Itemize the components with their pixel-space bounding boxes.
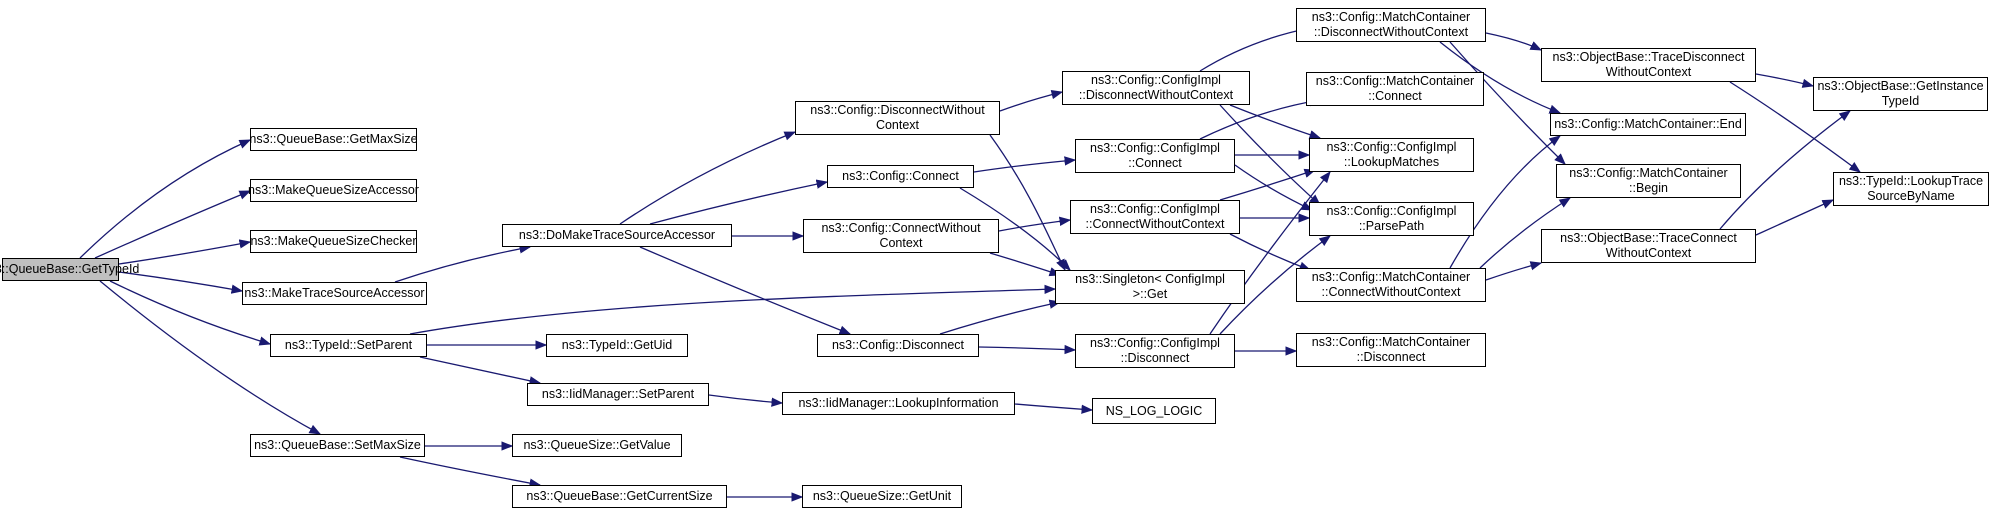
node-setmaxsize[interactable]: ns3::QueueBase::SetMaxSize xyxy=(250,434,425,457)
node-getcurrentsize[interactable]: ns3::QueueBase::GetCurrentSize xyxy=(512,485,727,508)
edge-configimpl-disconnect-to-configimpl-parsepath xyxy=(1219,235,1331,335)
node-ob-tracedisconnect[interactable]: ns3::ObjectBase::TraceDisconnect Without… xyxy=(1541,48,1756,82)
node-configimpl-connect[interactable]: ns3::Config::ConfigImpl ::Connect xyxy=(1075,139,1235,173)
node-mc-connect[interactable]: ns3::Config::MatchContainer ::Connect xyxy=(1306,72,1484,106)
edge-typeid-setparent-to-iidmanager-setparent xyxy=(419,356,542,386)
edge-configimpl-connectwithoutcontext-to-mc-connectwithoutcontext xyxy=(1229,233,1312,271)
node-maketracesourceaccessor[interactable]: ns3::MakeTraceSourceAccessor xyxy=(242,282,427,305)
node-mc-disconnect[interactable]: ns3::Config::MatchContainer ::Disconnect xyxy=(1296,333,1486,367)
edge-config-connectwithout-to-singleton-get xyxy=(989,252,1062,277)
node-mc-begin[interactable]: ns3::Config::MatchContainer ::Begin xyxy=(1556,164,1741,198)
edge-mc-disconnectwithoutcontext-to-mc-end xyxy=(1439,41,1562,114)
node-ob-getinstancetypeid[interactable]: ns3::ObjectBase::GetInstance TypeId xyxy=(1813,77,1988,111)
edge-configimpl-connectwithoutcontext-to-configimpl-lookupmatches xyxy=(1219,168,1317,201)
edge-gettypeid-to-maketracesourceaccessor xyxy=(118,271,244,294)
node-configimpl-disconnect[interactable]: ns3::Config::ConfigImpl ::Disconnect xyxy=(1075,334,1235,368)
edge-gettypeid-to-getmaxsize xyxy=(79,139,252,259)
edge-config-disconnect-to-configimpl-disconnect xyxy=(978,344,1077,355)
edge-config-connect-to-configimpl-connect xyxy=(973,156,1077,173)
edge-gettypeid-to-setmaxsize xyxy=(99,280,322,435)
edge-config-disconnect-to-singleton-get xyxy=(939,299,1062,335)
edge-config-disconnectwithout-to-configimpl-disconnectwithoutcontext xyxy=(999,90,1064,112)
edge-domaketracesourceaccessor-to-config-connect xyxy=(649,179,829,225)
edge-setmaxsize-to-getcurrentsize xyxy=(399,456,542,488)
edge-mc-disconnectwithoutcontext-to-ob-tracedisconnect xyxy=(1485,32,1543,51)
edge-typeid-setparent-to-singleton-get xyxy=(409,284,1057,335)
edge-gettypeid-to-makequeuesizeaccessor xyxy=(94,190,252,259)
node-domaketracesourceaccessor[interactable]: ns3::DoMakeTraceSourceAccessor xyxy=(502,224,732,247)
edge-domaketracesourceaccessor-to-config-disconnect xyxy=(639,246,852,335)
node-typeid-lookuptrace[interactable]: ns3::TypeId::LookupTrace SourceByName xyxy=(1833,172,1989,206)
node-ns-log-logic[interactable]: NS_LOG_LOGIC xyxy=(1092,398,1216,424)
node-typeid-getuid[interactable]: ns3::TypeId::GetUid xyxy=(546,334,688,357)
edge-config-connectwithout-to-configimpl-connectwithoutcontext xyxy=(998,216,1072,232)
edge-ob-tracedisconnect-to-ob-getinstancetypeid xyxy=(1755,73,1815,88)
edge-ob-tracedisconnect-to-typeid-lookuptrace xyxy=(1729,81,1861,173)
node-queuesize-getunit[interactable]: ns3::QueueSize::GetUnit xyxy=(802,485,962,508)
node-mc-disconnectwithoutcontext[interactable]: ns3::Config::MatchContainer ::Disconnect… xyxy=(1296,8,1486,42)
edge-gettypeid-to-makequeuesizechecker xyxy=(118,239,252,265)
node-configimpl-connectwithoutcontext[interactable]: ns3::Config::ConfigImpl ::ConnectWithout… xyxy=(1070,200,1240,234)
edge-lookupinformation-to-ns-log-logic xyxy=(1014,403,1094,414)
node-getmaxsize[interactable]: ns3::QueueBase::GetMaxSize xyxy=(249,128,418,151)
edge-ob-traceconnect-to-ob-getinstancetypeid xyxy=(1719,110,1851,230)
node-makequeuesizeaccessor[interactable]: ns3::MakeQueueSizeAccessor xyxy=(248,179,419,202)
node-mc-connectwithoutcontext[interactable]: ns3::Config::MatchContainer ::ConnectWit… xyxy=(1296,268,1486,302)
edge-ob-traceconnect-to-typeid-lookuptrace xyxy=(1755,199,1835,236)
edge-configimpl-disconnectwithoutcontext-to-configimpl-parsepath xyxy=(1219,104,1321,206)
node-queuesize-getvalue[interactable]: ns3::QueueSize::GetValue xyxy=(512,434,682,457)
node-configimpl-lookupmatches[interactable]: ns3::Config::ConfigImpl ::LookupMatches xyxy=(1309,138,1474,172)
node-config-connect[interactable]: ns3::Config::Connect xyxy=(827,165,974,188)
node-singleton-get[interactable]: ns3::Singleton< ConfigImpl >::Get xyxy=(1055,270,1245,304)
edge-config-disconnectwithout-to-singleton-get xyxy=(989,134,1066,272)
edge-mc-connectwithoutcontext-to-mc-begin xyxy=(1479,197,1571,269)
edge-configimpl-disconnectwithoutcontext-to-configimpl-lookupmatches xyxy=(1229,104,1322,140)
edge-configimpl-disconnect-to-configimpl-lookupmatches xyxy=(1209,171,1331,335)
edge-iidmanager-setparent-to-lookupinformation xyxy=(708,394,784,407)
node-config-disconnectwithout[interactable]: ns3::Config::DisconnectWithout Context xyxy=(795,101,1000,135)
edge-gettypeid-to-typeid-setparent xyxy=(109,280,272,346)
edge-config-connect-to-singleton-get xyxy=(959,187,1071,271)
node-config-disconnect[interactable]: ns3::Config::Disconnect xyxy=(817,334,979,357)
node-ob-traceconnect[interactable]: ns3::ObjectBase::TraceConnect WithoutCon… xyxy=(1541,229,1756,263)
node-makequeuesizechecker[interactable]: ns3::MakeQueueSizeChecker xyxy=(250,230,417,253)
edge-mc-connectwithoutcontext-to-ob-traceconnect xyxy=(1485,261,1543,281)
node-typeid-setparent[interactable]: ns3::TypeId::SetParent xyxy=(270,334,427,357)
node-lookupinformation[interactable]: ns3::IidManager::LookupInformation xyxy=(782,392,1015,415)
node-gettypeid: ns3::QueueBase::GetTypeId xyxy=(0,258,139,281)
node-mc-end[interactable]: ns3::Config::MatchContainer::End xyxy=(1550,113,1746,136)
node-config-connectwithout[interactable]: ns3::Config::ConnectWithout Context xyxy=(803,219,999,253)
node-configimpl-disconnectwithoutcontext[interactable]: ns3::Config::ConfigImpl ::DisconnectWith… xyxy=(1062,71,1250,105)
edge-maketracesourceaccessor-to-domaketracesourceaccessor xyxy=(394,244,532,283)
edge-domaketracesourceaccessor-to-config-disconnectwithout xyxy=(619,131,797,225)
node-configimpl-parsepath[interactable]: ns3::Config::ConfigImpl ::ParsePath xyxy=(1309,202,1474,236)
node-iidmanager-setparent[interactable]: ns3::IidManager::SetParent xyxy=(527,383,709,406)
edge-mc-connectwithoutcontext-to-mc-end xyxy=(1449,135,1561,269)
edge-mc-disconnectwithoutcontext-to-mc-begin xyxy=(1449,41,1566,165)
